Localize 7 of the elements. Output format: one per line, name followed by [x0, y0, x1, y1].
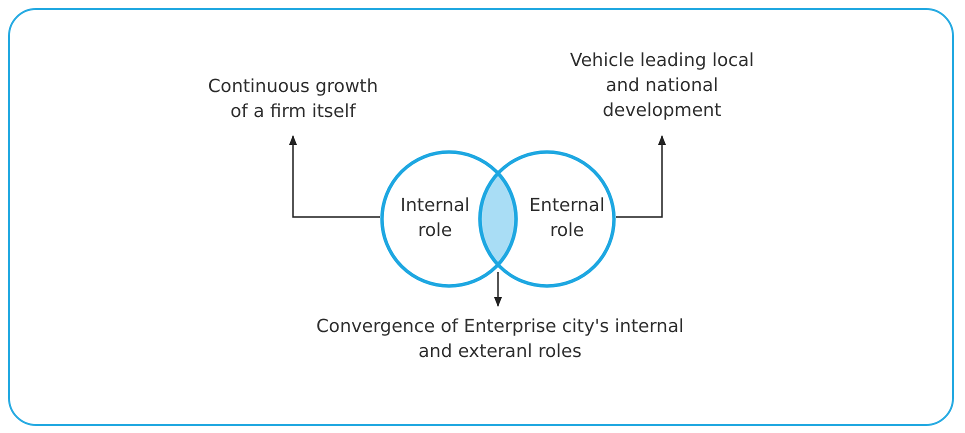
outcome-text: Vehicle leading local and national development [568, 49, 756, 123]
arrow [289, 135, 380, 218]
outcome-text: Continuous growth of a firm itself [206, 75, 379, 124]
outcome-text: Convergence of Enterprise city's internal and exteranl roles [315, 315, 685, 364]
arrow [616, 135, 666, 218]
circle-label: Enternal role [528, 194, 606, 243]
circle-label: Internal role [399, 194, 471, 243]
